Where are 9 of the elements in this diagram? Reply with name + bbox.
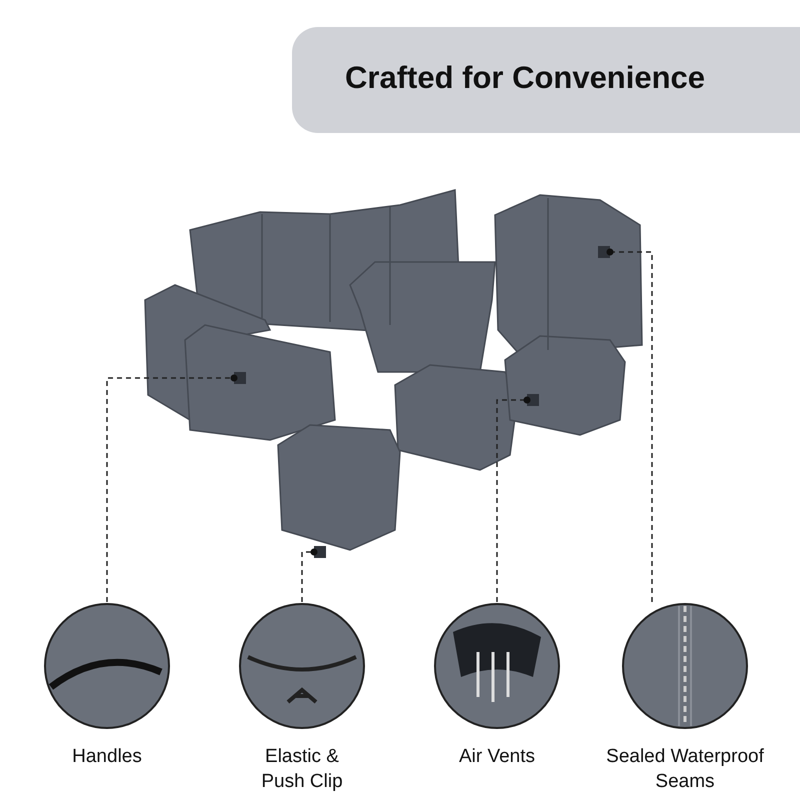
title: Crafted for Convenience — [345, 60, 706, 96]
feature-label: Handles — [71, 745, 143, 769]
feature-label: Elastic & Push Clip — [260, 745, 344, 794]
feature-label: Air Vents — [458, 745, 536, 769]
leader-line — [301, 548, 318, 602]
leader-line — [106, 374, 238, 602]
feature-label: Sealed Waterproof Seams — [605, 745, 765, 794]
leader-line — [606, 248, 653, 602]
leader-line — [496, 396, 530, 602]
